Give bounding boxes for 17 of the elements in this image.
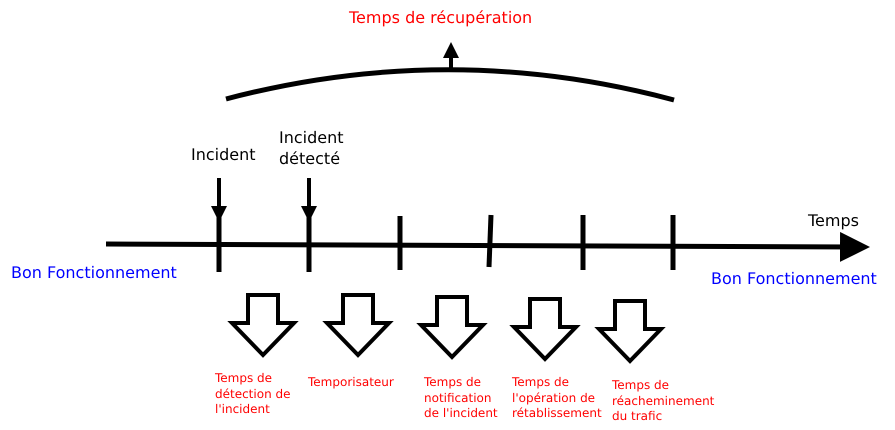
tick-mark xyxy=(216,216,222,272)
duration-label: Temps de réacheminement du trafic xyxy=(612,378,716,425)
state-label: Bon Fonctionnement xyxy=(711,269,877,290)
duration-label: Temps de notification de l'incident xyxy=(424,375,499,422)
duration-label: Temps de détection de l'incident xyxy=(215,371,292,418)
state-label: Bon Fonctionnement xyxy=(11,263,177,284)
heading: Temps de récupération xyxy=(349,8,532,29)
duration-label: Temps de l'opération de rétablissement xyxy=(512,375,603,422)
event-label: Incident xyxy=(191,145,271,166)
tick-mark xyxy=(486,214,494,268)
tick-mark xyxy=(670,215,676,270)
axis-label: Temps xyxy=(808,211,859,232)
event-label: Incident détecté xyxy=(279,128,359,170)
tick-mark xyxy=(306,216,312,272)
duration-label: Temporisateur xyxy=(308,375,394,391)
tick-mark xyxy=(398,216,402,270)
tick-mark xyxy=(580,215,586,270)
